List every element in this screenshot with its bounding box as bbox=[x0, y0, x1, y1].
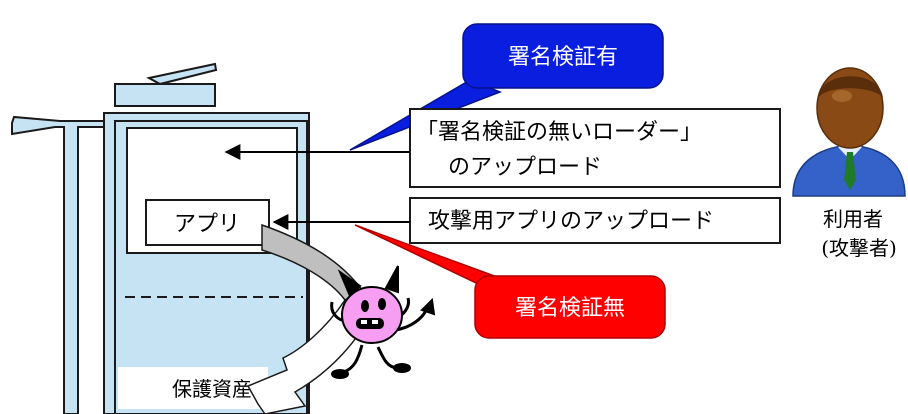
verified-callout-label: 署名検証有 bbox=[508, 45, 618, 70]
unverified-callout-label: 署名検証無 bbox=[515, 296, 625, 321]
user-label-line2: (攻撃者) bbox=[821, 236, 897, 260]
unverified-callout bbox=[474, 275, 666, 339]
app-label: アプリ bbox=[174, 212, 240, 237]
attack-app-upload-label: 攻撃用アプリのアップロード bbox=[428, 209, 714, 234]
asset-area bbox=[118, 367, 268, 409]
verified-callout bbox=[462, 23, 664, 89]
user-avatar-icon bbox=[792, 67, 906, 197]
attack-app-upload-box bbox=[409, 197, 781, 244]
app-box bbox=[145, 199, 270, 246]
loader-upload-line2: のアップロード bbox=[448, 155, 602, 180]
devil-icon bbox=[330, 265, 436, 379]
user-label-line1: 利用者 bbox=[823, 207, 883, 231]
loader-upload-line1: 「署名検証の無いローダー」 bbox=[416, 120, 702, 145]
protected-asset-label: 保護資産 bbox=[172, 377, 252, 401]
loader-upload-box bbox=[409, 108, 781, 188]
